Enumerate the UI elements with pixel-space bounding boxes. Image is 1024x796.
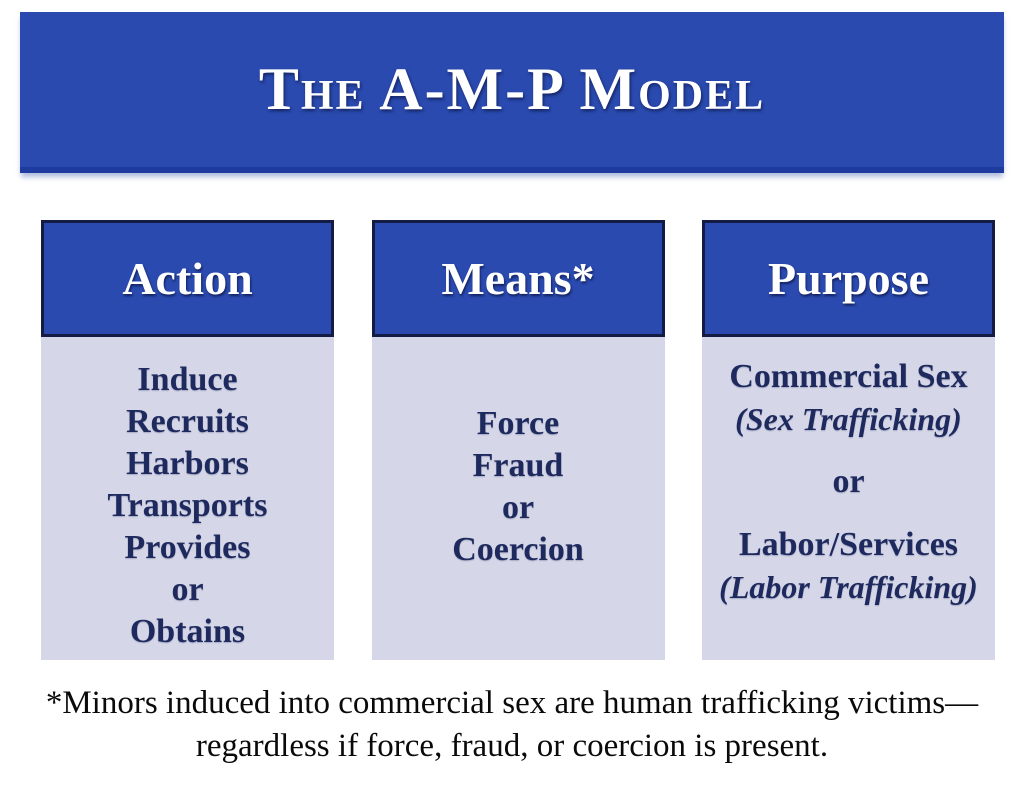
purpose-item-sex-trafficking: (Sex Trafficking) <box>735 401 962 437</box>
column-purpose-header: Purpose <box>702 220 995 337</box>
column-purpose-body: Commercial Sex (Sex Trafficking) or Labo… <box>702 337 995 660</box>
action-item: Harbors <box>126 445 249 482</box>
footnote: *Minors induced into commercial sex are … <box>0 682 1024 768</box>
column-action-header: Action <box>41 220 334 337</box>
column-purpose: Purpose Commercial Sex (Sex Trafficking)… <box>702 220 995 660</box>
action-item-or: or <box>171 571 204 608</box>
column-means: Means* Force Fraud or Coercion <box>371 220 665 660</box>
purpose-item: Labor/Services <box>738 526 959 563</box>
purpose-item-labor-trafficking: (Labor Trafficking) <box>719 569 978 605</box>
means-item: Fraud <box>472 447 564 484</box>
action-item: Induce <box>137 361 238 398</box>
page-title: The A-M-P Model <box>258 56 766 122</box>
means-item: Force <box>476 405 560 442</box>
column-means-body: Force Fraud or Coercion <box>371 337 665 660</box>
amp-columns: Action Induce Recruits Harbors Transport… <box>41 220 995 660</box>
title-banner: The A-M-P Model <box>20 12 1004 173</box>
action-item: Recruits <box>126 403 249 440</box>
footnote-line-1: *Minors induced into commercial sex are … <box>45 685 979 721</box>
purpose-item-or: or <box>832 463 865 500</box>
action-item: Transports <box>107 487 268 524</box>
column-action-body: Induce Recruits Harbors Transports Provi… <box>41 337 334 660</box>
purpose-item: Commercial Sex <box>729 358 968 395</box>
action-item: Provides <box>124 529 251 566</box>
action-item: Obtains <box>129 613 246 650</box>
column-means-header: Means* <box>371 220 665 337</box>
footnote-line-2: regardless if force, fraud, or coercion … <box>195 728 829 764</box>
column-action: Action Induce Recruits Harbors Transport… <box>41 220 334 660</box>
means-item: Coercion <box>452 531 584 568</box>
means-item-or: or <box>501 489 535 526</box>
